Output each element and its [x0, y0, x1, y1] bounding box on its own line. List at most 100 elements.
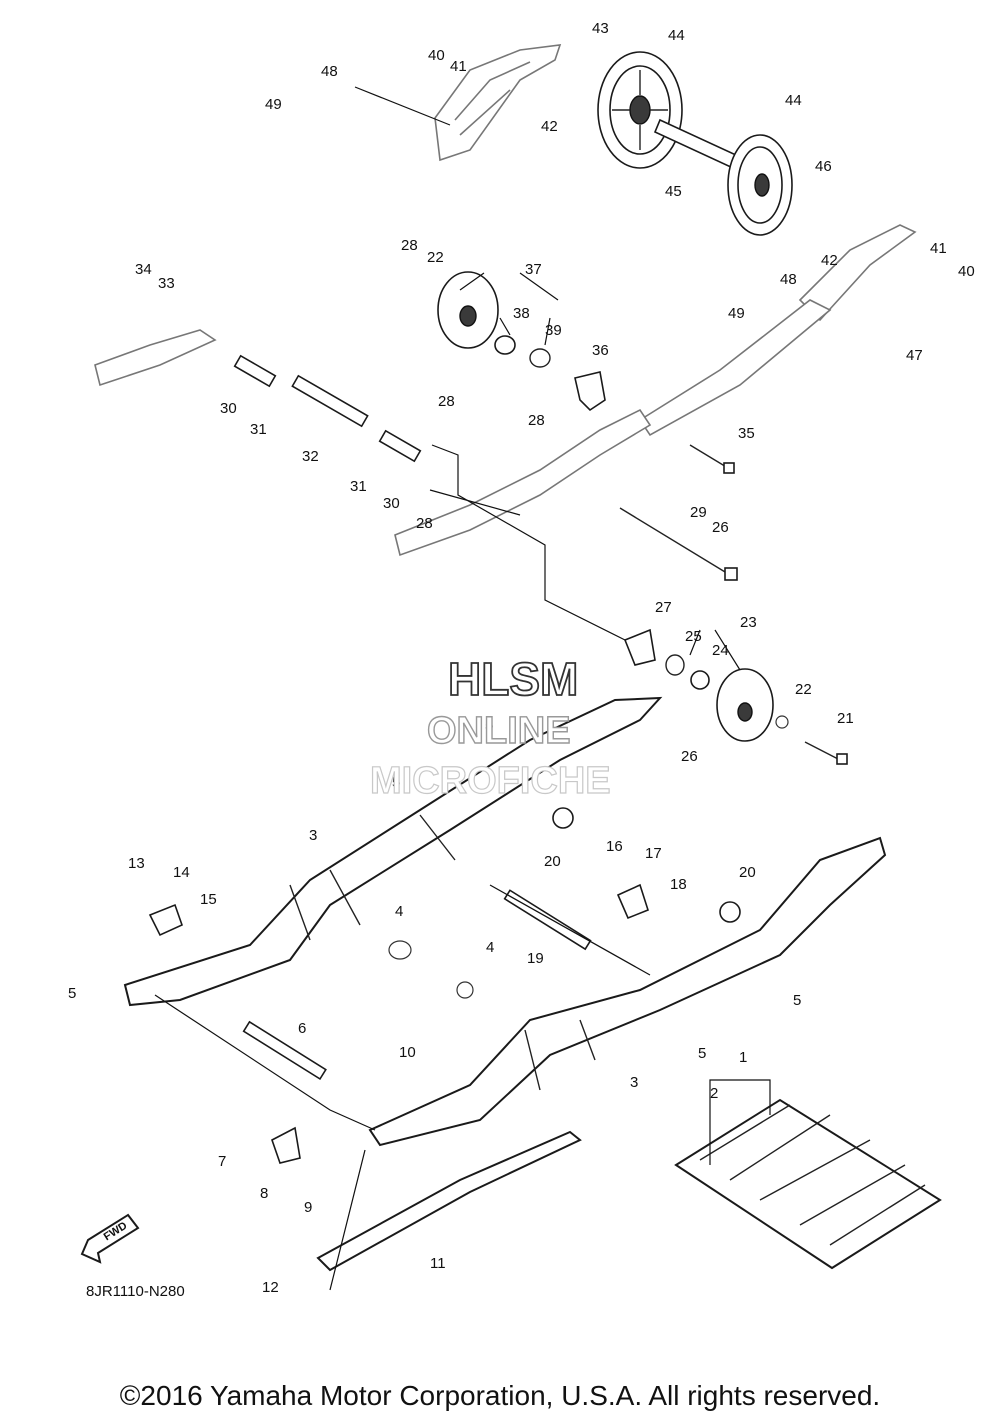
callout-3b: 3	[630, 1074, 638, 1091]
shaft-32	[291, 374, 369, 428]
bolt-21	[804, 741, 848, 765]
callout-5c: 5	[68, 985, 76, 1002]
callout-31a: 31	[250, 421, 267, 438]
callout-34: 34	[135, 261, 152, 278]
upper-rear-frame	[434, 44, 562, 162]
callout-5b: 5	[392, 774, 400, 791]
callout-15: 15	[200, 891, 217, 908]
callout-10: 10	[399, 1044, 416, 1061]
block-14	[148, 903, 183, 937]
callout-44a: 44	[668, 27, 685, 44]
rear-idler-wheel-right	[727, 134, 793, 236]
callout-41a: 41	[450, 58, 467, 75]
circlip-25	[665, 654, 685, 676]
bearing-24	[690, 670, 710, 690]
callout-44b: 44	[785, 92, 802, 109]
callout-39: 39	[545, 322, 562, 339]
callout-28d: 28	[416, 515, 433, 532]
bearing-38	[494, 335, 516, 355]
callout-18: 18	[670, 876, 687, 893]
callout-48b: 48	[780, 271, 797, 288]
callout-3a: 3	[309, 827, 317, 844]
callout-40a: 40	[428, 47, 445, 64]
cross-shaft-19	[503, 889, 592, 951]
callout-24: 24	[712, 642, 729, 659]
callout-5e: 5	[698, 1045, 706, 1062]
callout-1: 1	[739, 1049, 747, 1066]
collar-20-lower	[719, 901, 741, 923]
callout-5a: 5	[485, 717, 493, 734]
callout-38: 38	[513, 305, 530, 322]
leader-lines	[154, 86, 771, 1291]
rear-idler-wheel-left	[597, 51, 683, 169]
callout-47: 47	[906, 347, 923, 364]
callout-46: 46	[815, 158, 832, 175]
idler-bracket-27	[623, 628, 656, 666]
idler-wheel-23	[716, 668, 774, 742]
callout-36: 36	[592, 342, 609, 359]
callout-labels: 1 2 3 3 4 4 5 5 5 5 5 6 7 8 9 10 11 12 1…	[68, 20, 975, 1296]
watermark-line-1: HLSM	[448, 653, 578, 705]
callout-4a: 4	[395, 903, 403, 920]
diagram-code: 8JR1110-N280	[86, 1283, 185, 1300]
washer-4-left	[388, 940, 412, 960]
long-bolt-29	[619, 507, 738, 581]
callout-26b: 26	[681, 748, 698, 765]
upper-rear-frame-right	[638, 224, 917, 437]
callout-6: 6	[298, 1020, 306, 1037]
shaft-6	[242, 1020, 327, 1081]
callout-7: 7	[218, 1153, 226, 1170]
idler-wheel-upper	[437, 271, 499, 349]
callout-9: 9	[304, 1199, 312, 1216]
callout-49a: 49	[265, 96, 282, 113]
callout-30b: 30	[383, 495, 400, 512]
callout-19: 19	[527, 950, 544, 967]
callout-48a: 48	[321, 63, 338, 80]
callout-37: 37	[525, 261, 542, 278]
collar-30-right	[378, 429, 422, 463]
callout-49b: 49	[728, 305, 745, 322]
callout-28a: 28	[401, 237, 418, 254]
collar-20-upper	[552, 807, 574, 829]
callout-42a: 42	[541, 118, 558, 135]
bolt-35	[689, 444, 735, 474]
callout-2: 2	[710, 1085, 718, 1102]
callout-27: 27	[655, 599, 672, 616]
bracket-36	[574, 371, 606, 412]
watermark-line-3: MICROFICHE	[370, 760, 611, 802]
callout-17: 17	[645, 845, 662, 862]
callout-5d: 5	[793, 992, 801, 1009]
callout-32: 32	[302, 448, 319, 465]
watermark: HLSM ONLINE MICROFICHE	[369, 652, 611, 803]
callout-16: 16	[606, 838, 623, 855]
callout-20b: 20	[739, 864, 756, 881]
callout-20a: 20	[544, 853, 561, 870]
copyright-notice: ©2016 Yamaha Motor Corporation, U.S.A. A…	[119, 1380, 881, 1411]
callout-31b: 31	[350, 478, 367, 495]
runner-stopper-8	[271, 1126, 301, 1164]
callout-14: 14	[173, 864, 190, 881]
callout-33: 33	[158, 275, 175, 292]
callout-29: 29	[690, 504, 707, 521]
upper-slide-rail-left	[94, 329, 217, 387]
callout-11: 11	[430, 1255, 446, 1272]
upper-slide-rail-center	[394, 408, 652, 557]
callout-13: 13	[128, 855, 145, 872]
callout-30a: 30	[220, 400, 237, 417]
track-1	[674, 1098, 942, 1270]
callout-25: 25	[685, 628, 702, 645]
callout-45: 45	[665, 183, 682, 200]
block-17	[616, 883, 649, 920]
fwd-arrow: FWD	[80, 1213, 140, 1264]
callout-21: 21	[837, 710, 854, 727]
callout-43: 43	[592, 20, 609, 37]
callout-42b: 42	[821, 252, 838, 269]
callout-4b: 4	[486, 939, 494, 956]
callout-41b: 41	[930, 240, 947, 257]
callout-22b: 22	[795, 681, 812, 698]
callout-28c: 28	[438, 393, 455, 410]
callout-28b: 28	[528, 412, 545, 429]
callout-40b: 40	[958, 263, 975, 280]
